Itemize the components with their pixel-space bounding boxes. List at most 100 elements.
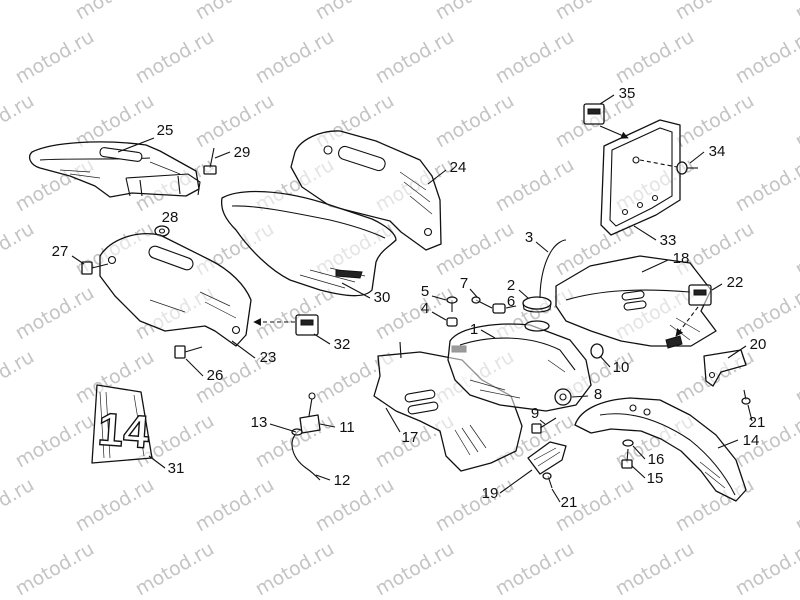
bolt-34-axis	[639, 159, 678, 168]
side-panel-mount-hole	[323, 145, 333, 155]
callout-24: 24	[450, 159, 467, 176]
tail-bracket	[125, 173, 201, 197]
callout-25: 25	[157, 122, 174, 139]
watermark-text: motod.ru	[372, 538, 458, 600]
watermark-text: motod.ru	[792, 90, 800, 153]
fuel-tank-ridge	[459, 337, 576, 371]
clip-22-arrow	[675, 306, 699, 337]
part-7-bolt	[471, 296, 493, 309]
fuel-tap-body	[299, 414, 321, 434]
breather-tube	[539, 239, 567, 299]
watermark-text: motod.ru	[192, 474, 278, 537]
leader-12	[315, 474, 331, 481]
fuel-tank-neck	[524, 320, 550, 332]
watermark-text: motod.ru	[252, 538, 338, 600]
tail-section-shading	[59, 161, 181, 179]
callout-29: 29	[234, 144, 251, 161]
watermark-text: motod.ru	[492, 154, 578, 217]
watermark-text: motod.ru	[612, 26, 698, 89]
watermark-text: motod.ru	[732, 538, 800, 600]
part-22-clip	[688, 284, 712, 306]
watermark-text: motod.ru	[312, 474, 398, 537]
shroud-slot	[407, 401, 439, 415]
watermark-text: motod.ru	[612, 538, 698, 600]
leader-32	[313, 333, 331, 345]
leader-31	[148, 455, 166, 469]
part-6-spacer	[492, 303, 506, 314]
watermark-text: motod.ru	[72, 474, 158, 537]
part-18-rear-fender	[555, 255, 717, 347]
fuel-cap	[522, 296, 552, 310]
part-33-mud-flap	[600, 119, 681, 236]
watermark-text: motod.ru	[312, 0, 398, 24]
left-panel-mount-hole	[107, 255, 117, 265]
watermark-text: motod.ru	[792, 474, 800, 537]
watermark-text: motod.ru	[0, 90, 38, 153]
callout-5: 5	[421, 283, 429, 300]
watermark-text: motod.ru	[732, 154, 800, 217]
grommet	[446, 317, 458, 327]
callout-1: 1	[470, 321, 478, 338]
part-11-fuel-tap	[299, 392, 321, 434]
leader-1	[480, 329, 496, 339]
part-19-bracket	[527, 441, 567, 475]
leader-20	[727, 345, 747, 359]
fuel-tap-stem	[308, 397, 313, 417]
part-3-breather-tube	[539, 239, 567, 299]
leader-16	[632, 445, 646, 460]
washer	[622, 439, 634, 447]
rear-fender-outline	[555, 255, 717, 347]
bolt-head	[531, 423, 542, 434]
leader-26	[185, 358, 204, 377]
bolt-shaft	[91, 263, 109, 269]
watermark-text: motod.ru	[192, 90, 278, 153]
part-12-fuel-hose	[291, 428, 321, 481]
leader-11	[319, 423, 336, 428]
callout-6: 6	[507, 293, 515, 310]
watermark-text: motod.ru	[12, 282, 98, 345]
part-8-bushing	[554, 388, 572, 406]
watermark-text: motod.ru	[792, 346, 800, 409]
bracket-outline	[527, 441, 567, 475]
leader-2	[518, 289, 529, 299]
leader-15	[631, 465, 646, 479]
watermark-text: motod.ru	[432, 474, 518, 537]
leader-4	[431, 311, 447, 321]
leader-17	[385, 407, 401, 433]
watermark-text: motod.ru	[0, 0, 38, 24]
part-21-bolt	[741, 389, 751, 405]
watermark-text: motod.ru	[252, 26, 338, 89]
callout-34: 34	[709, 143, 726, 160]
bolt-head	[621, 459, 633, 469]
callout-26: 26	[207, 367, 224, 384]
callout-33: 33	[660, 232, 677, 249]
callout-14: 14	[743, 432, 760, 449]
callout-32: 32	[334, 336, 351, 353]
bolt-head	[471, 296, 481, 304]
callout-2: 2	[507, 277, 515, 294]
left-panel-mount-hole	[231, 325, 241, 335]
callout-19: 19	[482, 485, 499, 502]
leader-21b	[551, 488, 561, 503]
callout-12: 12	[334, 472, 351, 489]
watermark-text: motod.ru	[132, 26, 218, 89]
part-25-tail-section	[29, 141, 201, 198]
callout-22: 22	[727, 274, 744, 291]
callout-35: 35	[619, 85, 636, 102]
callout-16: 16	[648, 451, 665, 468]
mud-flap-inner	[609, 127, 673, 227]
side-panel-mount-hole	[423, 227, 433, 237]
leader-24	[427, 169, 447, 185]
left-panel-slot	[148, 245, 194, 271]
callout-13: 13	[251, 414, 268, 431]
leader-3	[535, 241, 549, 253]
callout-labels: 25 29 28 27 24 30 23 26 32 3 18 35 34 33…	[52, 85, 767, 511]
part-9-bolt	[531, 417, 557, 434]
callout-3: 3	[525, 229, 533, 246]
watermark-text: motod.ru	[792, 0, 800, 24]
callout-18: 18	[673, 250, 690, 267]
callout-20: 20	[750, 336, 767, 353]
leader-33	[633, 225, 657, 241]
watermark-text: motod.ru	[792, 218, 800, 281]
